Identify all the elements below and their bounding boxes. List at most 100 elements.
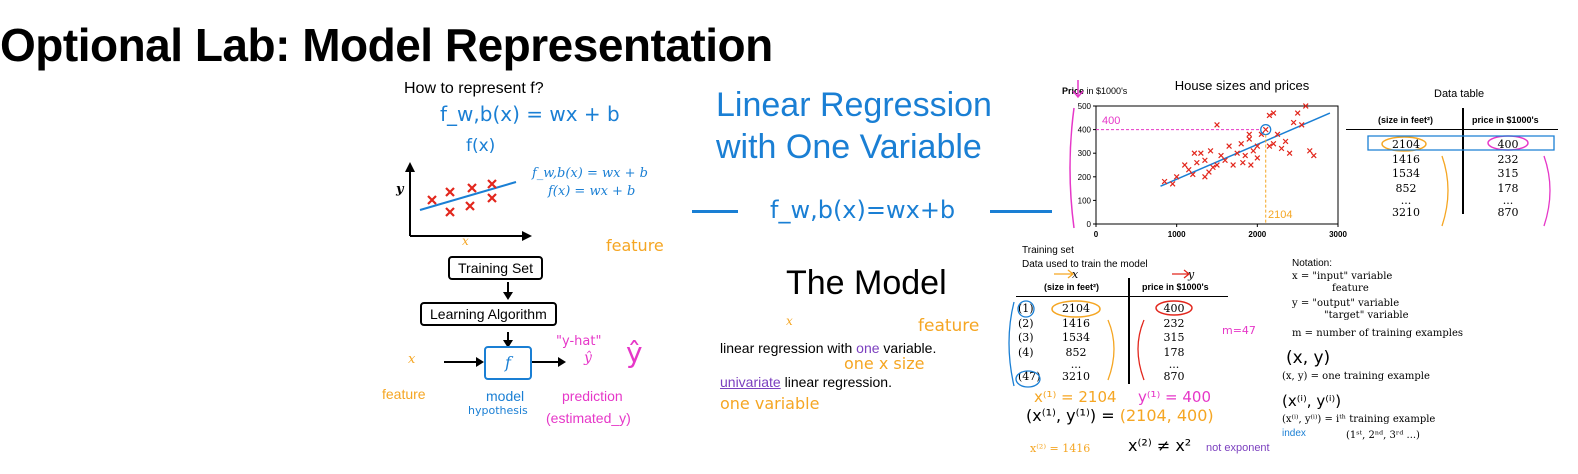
arrow-head <box>476 357 484 367</box>
data-point <box>1185 166 1192 173</box>
training-divider <box>1128 278 1130 384</box>
price-units: in $1000's <box>1084 86 1128 96</box>
data-point <box>1302 103 1309 109</box>
index-cell: (1) <box>1018 302 1034 315</box>
data-point <box>1222 157 1228 164</box>
data-point <box>1238 140 1245 147</box>
estimated-y-label: (estimated_y) <box>546 410 631 426</box>
mini-axis-y-label: y <box>396 182 404 197</box>
y-tick-label: 0 <box>1087 220 1092 229</box>
page-title: Optional Lab: Model Representation <box>0 19 773 71</box>
training-x-label: x <box>1072 268 1079 281</box>
data-point <box>1310 152 1317 159</box>
training-header-arrows <box>1054 269 1191 279</box>
data-point <box>1290 119 1297 126</box>
model-feature-note: feature <box>918 316 980 336</box>
lr-handwritten-formula: f_w,b(x)=wx+b <box>770 196 956 224</box>
x-arrow <box>1054 269 1075 279</box>
pair-left: (x⁽¹⁾, y⁽¹⁾) = <box>1026 406 1120 425</box>
annot-2104: 2104 <box>1268 209 1292 221</box>
y-arrow <box>1172 269 1191 279</box>
data-point <box>1226 143 1232 149</box>
table-cell: ... <box>1400 194 1412 207</box>
mini-x-mark <box>445 207 455 217</box>
data-table-annotations <box>1367 135 1555 227</box>
notation-m: m = number of training examples <box>1292 328 1464 339</box>
not-equal-note: x⁽²⁾ ≠ x² <box>1128 436 1192 455</box>
data-point <box>1266 112 1273 119</box>
data-point <box>1286 150 1293 157</box>
training-indices: (1) (2) (3) (4) (47) <box>1018 302 1041 385</box>
univariate-word: univariate <box>720 374 781 390</box>
rule-left <box>692 210 738 213</box>
data-point <box>1270 140 1277 147</box>
row-box <box>1367 135 1555 151</box>
training-annotations <box>1008 300 1193 388</box>
lr-title-line1: Linear Regression <box>716 86 992 124</box>
data-point <box>1194 159 1200 166</box>
data-point <box>1198 150 1204 157</box>
arrow-head <box>558 357 566 367</box>
data-point <box>1246 131 1253 138</box>
data-point <box>1262 126 1269 133</box>
data-point <box>1246 136 1253 142</box>
line1-one: one <box>856 340 880 356</box>
index-47-circle <box>1015 370 1041 388</box>
how-to-represent-heading: How to represent f? <box>404 80 544 97</box>
feature-note: feature <box>606 236 664 255</box>
handwritten-fwb-formula: f_w,b(x) = wx + b <box>440 102 620 126</box>
notation-index: index <box>1282 428 1306 439</box>
one-variable-note: one variable <box>720 394 820 413</box>
notation-x: x = "input" variable <box>1292 271 1393 282</box>
table-cell: 400 <box>1497 138 1519 151</box>
notation-heading: Notation: <box>1292 258 1333 269</box>
model-title: The Model <box>786 264 947 302</box>
pair-right: (2104, 400) <box>1119 406 1214 425</box>
table-cell: 2104 <box>1392 138 1420 151</box>
table-cell: 3210 <box>1062 370 1090 383</box>
highlight-400 <box>1487 135 1529 151</box>
typed-fwb-formula: f_w,b(x) = wx + b <box>532 166 648 181</box>
data-point <box>1161 178 1168 185</box>
flow-arrows <box>444 282 566 367</box>
data-point <box>1278 145 1285 152</box>
univariate-line1: linear regression with one variable. <box>720 340 936 356</box>
index-cell: (2) <box>1018 316 1034 330</box>
line1-post: variable. <box>879 340 937 356</box>
data-point <box>1242 152 1249 159</box>
data-point <box>1181 162 1188 168</box>
training-set-heading: Training set <box>1022 245 1074 256</box>
line2-post: linear regression. <box>780 374 892 390</box>
table-cell: 315 <box>1497 167 1519 180</box>
handwritten-fx: f(x) <box>466 136 496 156</box>
data-point <box>1206 169 1212 175</box>
table-cell: 1416 <box>1392 152 1420 166</box>
not-exponent-note: not exponent <box>1206 442 1270 454</box>
mini-scatter-plot <box>405 162 532 241</box>
notation-x-sub: feature <box>1332 283 1369 294</box>
y-tick-label: 400 <box>1078 126 1092 135</box>
data-point <box>1298 122 1305 128</box>
hypothesis-label: hypothesis <box>468 404 528 417</box>
plot-frame <box>1095 105 1339 225</box>
x-tick-label: 1000 <box>1168 230 1186 239</box>
index-brace <box>1008 301 1015 387</box>
data-point <box>1230 162 1236 168</box>
y-hat-label: "y-hat" <box>556 334 602 349</box>
line1-pre: linear regression with <box>720 340 857 356</box>
y-hat-big: ŷ <box>626 336 643 369</box>
feature-label: feature <box>382 386 426 402</box>
price-pointer-arrow <box>1072 80 1084 99</box>
data-table-col2: 400 232 315 178 ... 870 <box>1486 138 1530 221</box>
notation-xiyi: (x⁽ⁱ⁾, y⁽ⁱ⁾) = iᵗʰ training example <box>1282 414 1436 425</box>
data-point <box>1248 162 1254 168</box>
lr-title-line2: with One Variable <box>716 128 982 166</box>
table-cell: 1534 <box>1062 331 1090 344</box>
table-cell: 232 <box>1497 152 1519 166</box>
y-brace <box>1543 155 1551 227</box>
training-header-rule <box>1016 296 1228 297</box>
highlight-2104 <box>1381 136 1427 152</box>
chart-svg: House sizes and prices Price in $1000's … <box>1062 78 1347 239</box>
training-col2-header: price in $1000's <box>1142 282 1209 292</box>
table-cell: 178 <box>1497 181 1519 195</box>
